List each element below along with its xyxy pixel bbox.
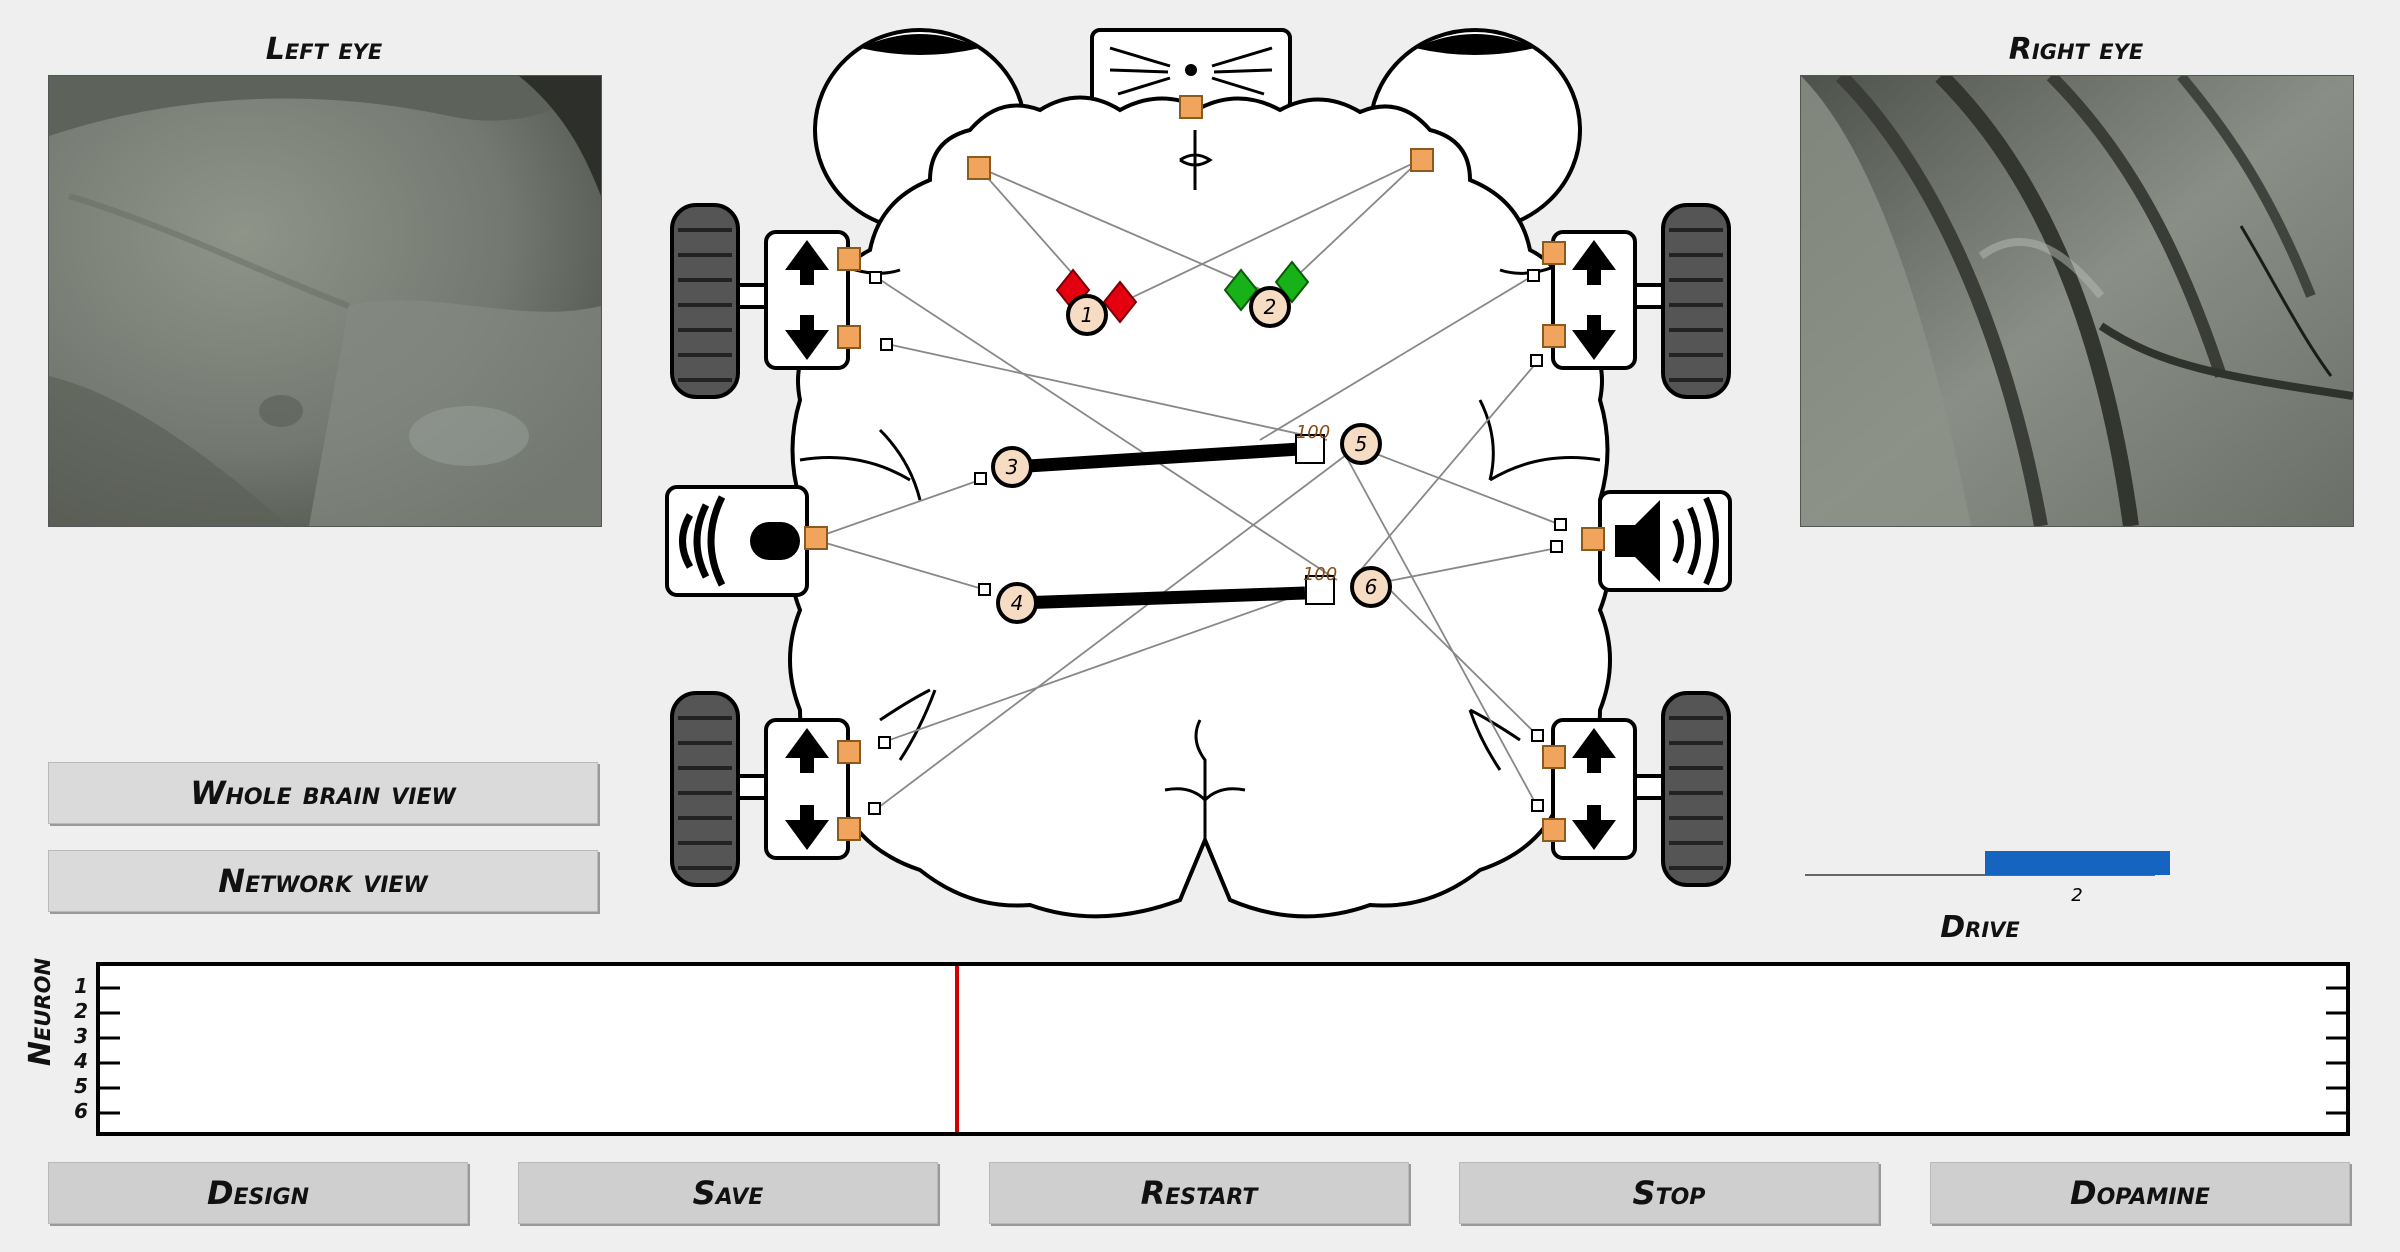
drive-bar [1985,851,2170,875]
brain-diagram: 1 2 3 4 5 6 100 100 [665,28,1732,919]
whole-brain-view-button[interactable]: Whole brain view [48,762,598,824]
spike-raster-plot [96,962,2350,1136]
drive-chart: 2 [1805,851,2170,906]
neuron-5[interactable]: 5 [1340,423,1382,465]
raster-row-label: 5 [74,1074,88,1098]
neuron-3-label: 3 [1006,455,1019,479]
neuron-2[interactable]: 2 [1249,286,1291,328]
motor-back-right-icon [1551,691,1731,887]
raster-ylabel: Neuron [22,957,58,1067]
raster-row-label: 2 [74,999,88,1023]
motor-front-right-icon [1551,203,1731,399]
neuron-2-label: 2 [1264,295,1277,319]
neuron-4-label: 4 [1011,591,1024,615]
synapse-terminals [868,269,1567,815]
right-eye-camera [1800,75,2354,527]
brain-folds [799,130,1601,840]
raster-row-label: 1 [74,974,88,998]
neuron-4[interactable]: 4 [996,582,1038,624]
strong-connections [1011,442,1306,610]
motor-front-left-icon [670,203,850,399]
motor-back-left-icon [670,691,850,887]
synapse-connections [811,159,1562,811]
brain-outline [788,95,1612,919]
neuron-1-label: 1 [1081,303,1094,327]
sensor-ports [804,95,1605,842]
left-eye-camera [48,75,602,527]
microphone-icon [665,485,809,597]
network-view-button[interactable]: Network view [48,850,598,912]
neuron-1[interactable]: 1 [1066,294,1108,336]
save-button[interactable]: Save [518,1162,938,1224]
dopamine-button[interactable]: Dopamine [1930,1162,2350,1224]
raster-row-label: 3 [74,1024,88,1048]
speaker-icon [1598,490,1732,592]
stop-button[interactable]: Stop [1459,1162,1879,1224]
raster-left-ticks [100,986,120,1115]
punish-diamonds [1223,260,1310,312]
raster-right-ticks [2326,986,2346,1115]
right-eye-title: Right eye [2008,32,2144,67]
design-button[interactable]: Design [48,1162,468,1224]
drive-tick-label: 2 [2071,885,2082,906]
synapse-weight-label: 100 [1303,564,1337,585]
raster-cursor [955,966,959,1132]
neuron-6[interactable]: 6 [1350,566,1392,608]
left-eye-title: Left eye [265,32,383,67]
neuron-3[interactable]: 3 [991,446,1033,488]
drive-label: Drive [1940,910,2020,945]
neuron-6-label: 6 [1365,575,1378,599]
raster-row-label: 6 [74,1099,88,1123]
restart-button[interactable]: Restart [989,1162,1409,1224]
neuron-5-label: 5 [1355,432,1368,456]
synapse-weight-label: 100 [1296,422,1330,443]
raster-row-label: 4 [74,1049,88,1073]
